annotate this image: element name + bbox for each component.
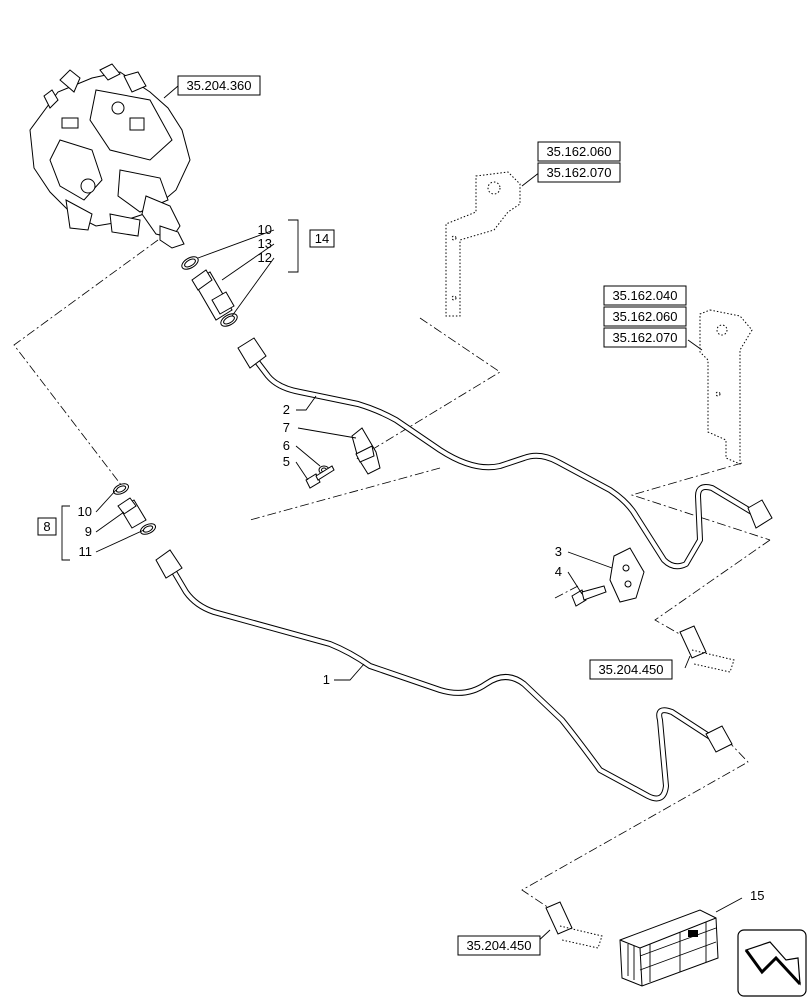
bolt-4[interactable]: [571, 585, 607, 607]
ref-bracket-lower-2[interactable]: 35.162.060: [603, 306, 687, 327]
fuel-line-2[interactable]: [237, 337, 773, 570]
injection-pump[interactable]: [29, 63, 191, 249]
connector-lower: [545, 901, 603, 949]
svg-text:35.162.040: 35.162.040: [612, 288, 677, 303]
group-box-14: [309, 229, 335, 248]
ref-pump[interactable]: 35.204.360: [177, 75, 261, 96]
ref-bracket-upper-2[interactable]: 35.162.070: [537, 162, 621, 183]
clamp-7[interactable]: [351, 427, 381, 475]
fuel-line-1[interactable]: [155, 549, 733, 802]
callout-10-bottom: 10: [78, 504, 92, 519]
callout-10-top: 10: [258, 222, 272, 237]
upper-bracket: [445, 171, 521, 317]
svg-text:35.162.070: 35.162.070: [612, 330, 677, 345]
callout-14: 14: [315, 231, 329, 246]
callout-4: 4: [555, 564, 562, 579]
svg-text:35.162.060: 35.162.060: [612, 309, 677, 324]
callout-labels: 10 13 12 14 10 9 11 8 2 7 6 5 3 4 1 15: [37, 222, 764, 903]
ref-bracket-lower-1[interactable]: 35.162.040: [603, 285, 687, 306]
svg-text:35.162.060: 35.162.060: [546, 144, 611, 159]
svg-text:35.162.070: 35.162.070: [546, 165, 611, 180]
centre-lines: [13, 239, 771, 913]
callout-12-top: 12: [258, 250, 272, 265]
svg-text:35.204.360: 35.204.360: [186, 78, 251, 93]
callout-8: 8: [43, 519, 50, 534]
leader-lines: [61, 85, 743, 945]
upper-fitting-kit[interactable]: [180, 254, 240, 329]
clamp-3[interactable]: [609, 547, 645, 603]
lower-fitting-kit[interactable]: [112, 482, 157, 537]
svg-text:35.204.450: 35.204.450: [598, 662, 663, 677]
parts-crate-icon[interactable]: [619, 909, 719, 987]
callout-9-bottom: 9: [85, 524, 92, 539]
callout-11-bottom: 11: [79, 544, 93, 559]
svg-text:35.204.450: 35.204.450: [466, 938, 531, 953]
lower-bracket: [699, 309, 753, 465]
callout-6: 6: [283, 438, 290, 453]
callout-5: 5: [283, 454, 290, 469]
ref-bracket-upper-1[interactable]: 35.162.060: [537, 141, 621, 162]
arrow-next-icon[interactable]: [737, 929, 807, 997]
callout-15: 15: [750, 888, 764, 903]
bolt-5[interactable]: [305, 465, 335, 489]
connector-upper: [679, 625, 735, 673]
callout-3: 3: [555, 544, 562, 559]
ref-line-upper[interactable]: 35.204.450: [589, 659, 673, 680]
callout-1: 1: [323, 672, 330, 687]
callout-13-top: 13: [258, 236, 272, 251]
callout-2: 2: [283, 402, 290, 417]
ref-line-lower[interactable]: 35.204.450: [457, 935, 541, 956]
callout-7: 7: [283, 420, 290, 435]
ref-bracket-lower-3[interactable]: 35.162.070: [603, 327, 687, 348]
group-box-8: [37, 517, 57, 536]
